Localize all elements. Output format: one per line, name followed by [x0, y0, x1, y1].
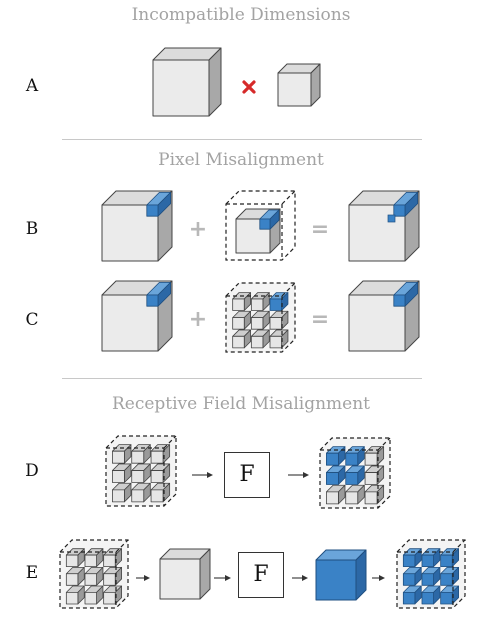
watermark: ZOL [418, 586, 464, 607]
plus-sign-c: + [188, 307, 208, 332]
cube-b-output [348, 190, 420, 262]
cross-icon [242, 80, 256, 94]
plus-sign-b: + [188, 217, 208, 242]
section-title-pixel: Pixel Misalignment [158, 150, 324, 170]
row-label-d: D [25, 461, 39, 481]
small-cube-a [277, 63, 321, 107]
filter-box-d: F [224, 452, 270, 498]
equals-sign-c: = [310, 307, 330, 332]
cube-c-output [348, 280, 420, 352]
blue-cube-e [315, 549, 367, 601]
section-title-incompatible: Incompatible Dimensions [131, 5, 351, 25]
cube-b-input [101, 190, 173, 262]
row-label-e: E [25, 563, 39, 583]
grid-cube-d-input [105, 435, 177, 507]
arrow-e-3 [292, 575, 308, 581]
equals-sign-b: = [310, 217, 330, 242]
grid-cube-c [225, 282, 296, 353]
grid-cube-e-input [59, 539, 129, 609]
row-label-c: C [25, 310, 39, 330]
separator-2 [62, 378, 422, 379]
cube-c-input [101, 280, 173, 352]
arrow-e-4 [372, 575, 385, 581]
row-label-a: A [25, 76, 39, 96]
section-title-receptive: Receptive Field Misalignment [111, 394, 371, 414]
row-label-b: B [25, 219, 39, 239]
arrow-e-2 [214, 575, 231, 581]
cube-e-mid [159, 548, 211, 600]
large-cube-a [152, 47, 222, 117]
cube-b-dashed [225, 190, 296, 261]
arrow-d-1 [192, 472, 213, 478]
grid-cube-d-output [319, 437, 391, 509]
arrow-e-1 [136, 575, 150, 581]
arrow-d-2 [288, 472, 309, 478]
separator-1 [62, 139, 422, 140]
filter-box-e: F [238, 552, 284, 598]
